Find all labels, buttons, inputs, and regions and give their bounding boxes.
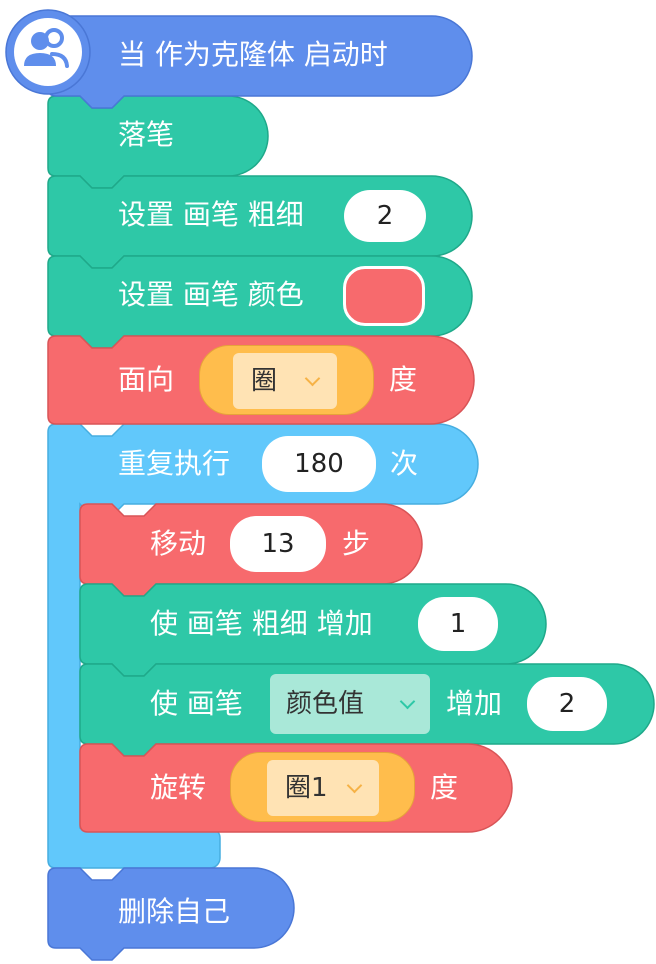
pen-size-change-input[interactable]: 1 <box>418 597 498 651</box>
chevron-down-icon <box>304 370 321 387</box>
point-target-dropdown[interactable]: 圈 <box>199 345 374 415</box>
delete-clone-block[interactable] <box>47 867 295 961</box>
pen-param-value: 颜色值 <box>286 689 365 719</box>
users-icon <box>24 28 69 68</box>
pen-color-swatch[interactable] <box>343 266 425 326</box>
point-target-value: 圈 <box>251 366 278 396</box>
pen-down-block[interactable] <box>47 95 269 189</box>
chevron-down-icon <box>346 777 363 794</box>
pen-param-change-input[interactable]: 2 <box>527 677 607 731</box>
repeat-count-input[interactable]: 180 <box>262 436 376 492</box>
hat-block[interactable] <box>47 15 473 109</box>
move-steps-input[interactable]: 13 <box>230 516 326 572</box>
pen-param-dropdown[interactable]: 颜色值 <box>270 674 430 734</box>
turn-amount-dropdown[interactable]: 圈1 <box>230 752 415 822</box>
turn-amount-value: 圈1 <box>285 773 328 803</box>
hat-icon-disc <box>14 18 82 86</box>
pen-size-input[interactable]: 2 <box>344 190 426 242</box>
chevron-down-icon <box>399 693 416 710</box>
